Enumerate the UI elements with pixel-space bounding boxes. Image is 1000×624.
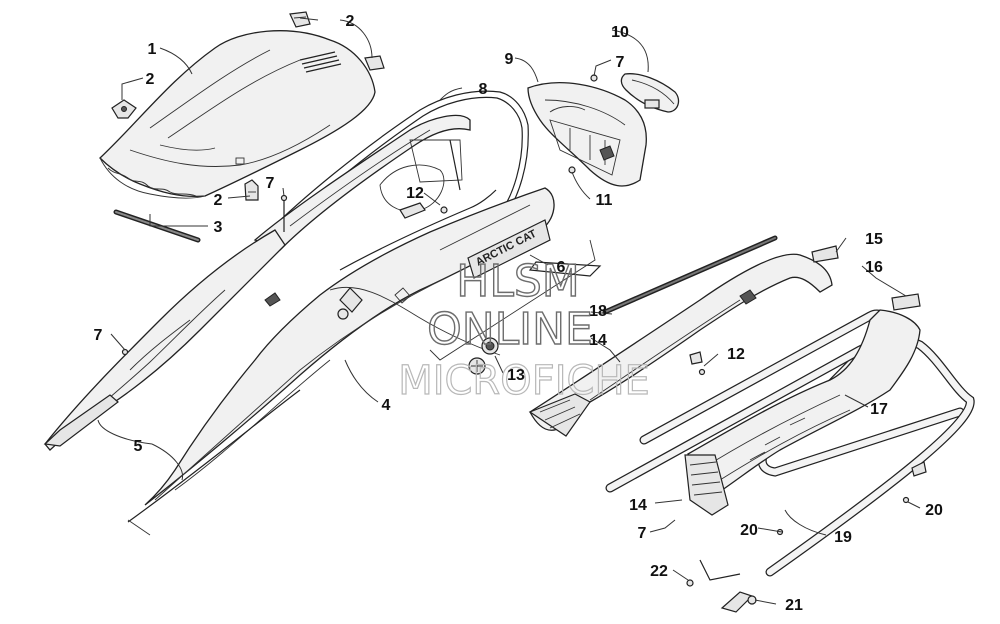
callout-3: 3: [214, 219, 223, 236]
part-10-tail-light: [620, 73, 680, 113]
part-22-screw: [686, 559, 741, 587]
callout-13: 13: [507, 367, 525, 384]
callout-16: 16: [865, 259, 883, 276]
part-12-bracket-a: [399, 202, 448, 219]
callout-17: 17: [870, 401, 888, 418]
callout-2: 2: [146, 71, 155, 88]
callout-14: 14: [589, 332, 607, 349]
part-5-side-panel-left: [43, 229, 286, 451]
part-15-decal: [811, 245, 839, 263]
part-2-clip-d: [244, 179, 259, 201]
callout-14: 14: [629, 497, 647, 514]
part-14-side-rail-upper: [528, 253, 833, 437]
callout-7: 7: [266, 175, 275, 192]
lid-vent-grille: [299, 51, 342, 73]
part-18-trim-strip: [602, 235, 778, 315]
part-9-rear-bracket: [527, 82, 647, 187]
callout-7: 7: [638, 525, 647, 542]
callout-12: 12: [406, 185, 424, 202]
part-2-clip-c: [111, 99, 137, 119]
callout-19: 19: [834, 529, 852, 546]
part-12-bracket-b: [689, 351, 706, 376]
callout-7: 7: [94, 327, 103, 344]
part-16-decal: [891, 293, 921, 311]
part-17-rear-tray: [684, 309, 921, 516]
part-2-clip-a: [289, 11, 311, 28]
callout-8: 8: [479, 81, 488, 98]
callout-5: 5: [134, 438, 143, 455]
svg-text:ONLINE: ONLINE: [427, 304, 593, 355]
part-6-grommet: [528, 261, 602, 277]
callout-2: 2: [346, 13, 355, 30]
part-21-bracket: [720, 591, 757, 613]
callout-20: 20: [925, 502, 943, 519]
callout-15: 15: [865, 231, 883, 248]
part-13-fuel-cap: [468, 337, 499, 375]
callout-18: 18: [589, 303, 607, 320]
part-7-rivet-c: [121, 348, 129, 356]
callout-20: 20: [740, 522, 758, 539]
svg-text:HLSM: HLSM: [456, 256, 580, 307]
callout-labels: 1 2 2 2 3 4 5 6 7 7 7 7 8 9 10 11 12 12 …: [94, 13, 943, 614]
leader-lines: [97, 17, 921, 605]
part-2-clip-b: [364, 55, 385, 71]
callout-10: 10: [611, 24, 629, 41]
callout-11: 11: [596, 192, 613, 209]
callout-7: 7: [616, 54, 625, 71]
callout-4: 4: [382, 397, 391, 414]
callout-2: 2: [214, 192, 223, 209]
callout-6: 6: [557, 259, 566, 276]
watermark: HLSM ONLINE MICROFICHE: [398, 255, 651, 404]
part-20-bolt-b: [902, 461, 927, 504]
part-1-storage-lid: [99, 30, 376, 199]
callout-9: 9: [505, 51, 514, 68]
callout-1: 1: [148, 41, 157, 58]
callout-22: 22: [650, 563, 668, 580]
svg-text:MICROFICHE: MICROFICHE: [398, 358, 650, 404]
callout-21: 21: [785, 597, 803, 614]
callout-12: 12: [727, 346, 745, 363]
